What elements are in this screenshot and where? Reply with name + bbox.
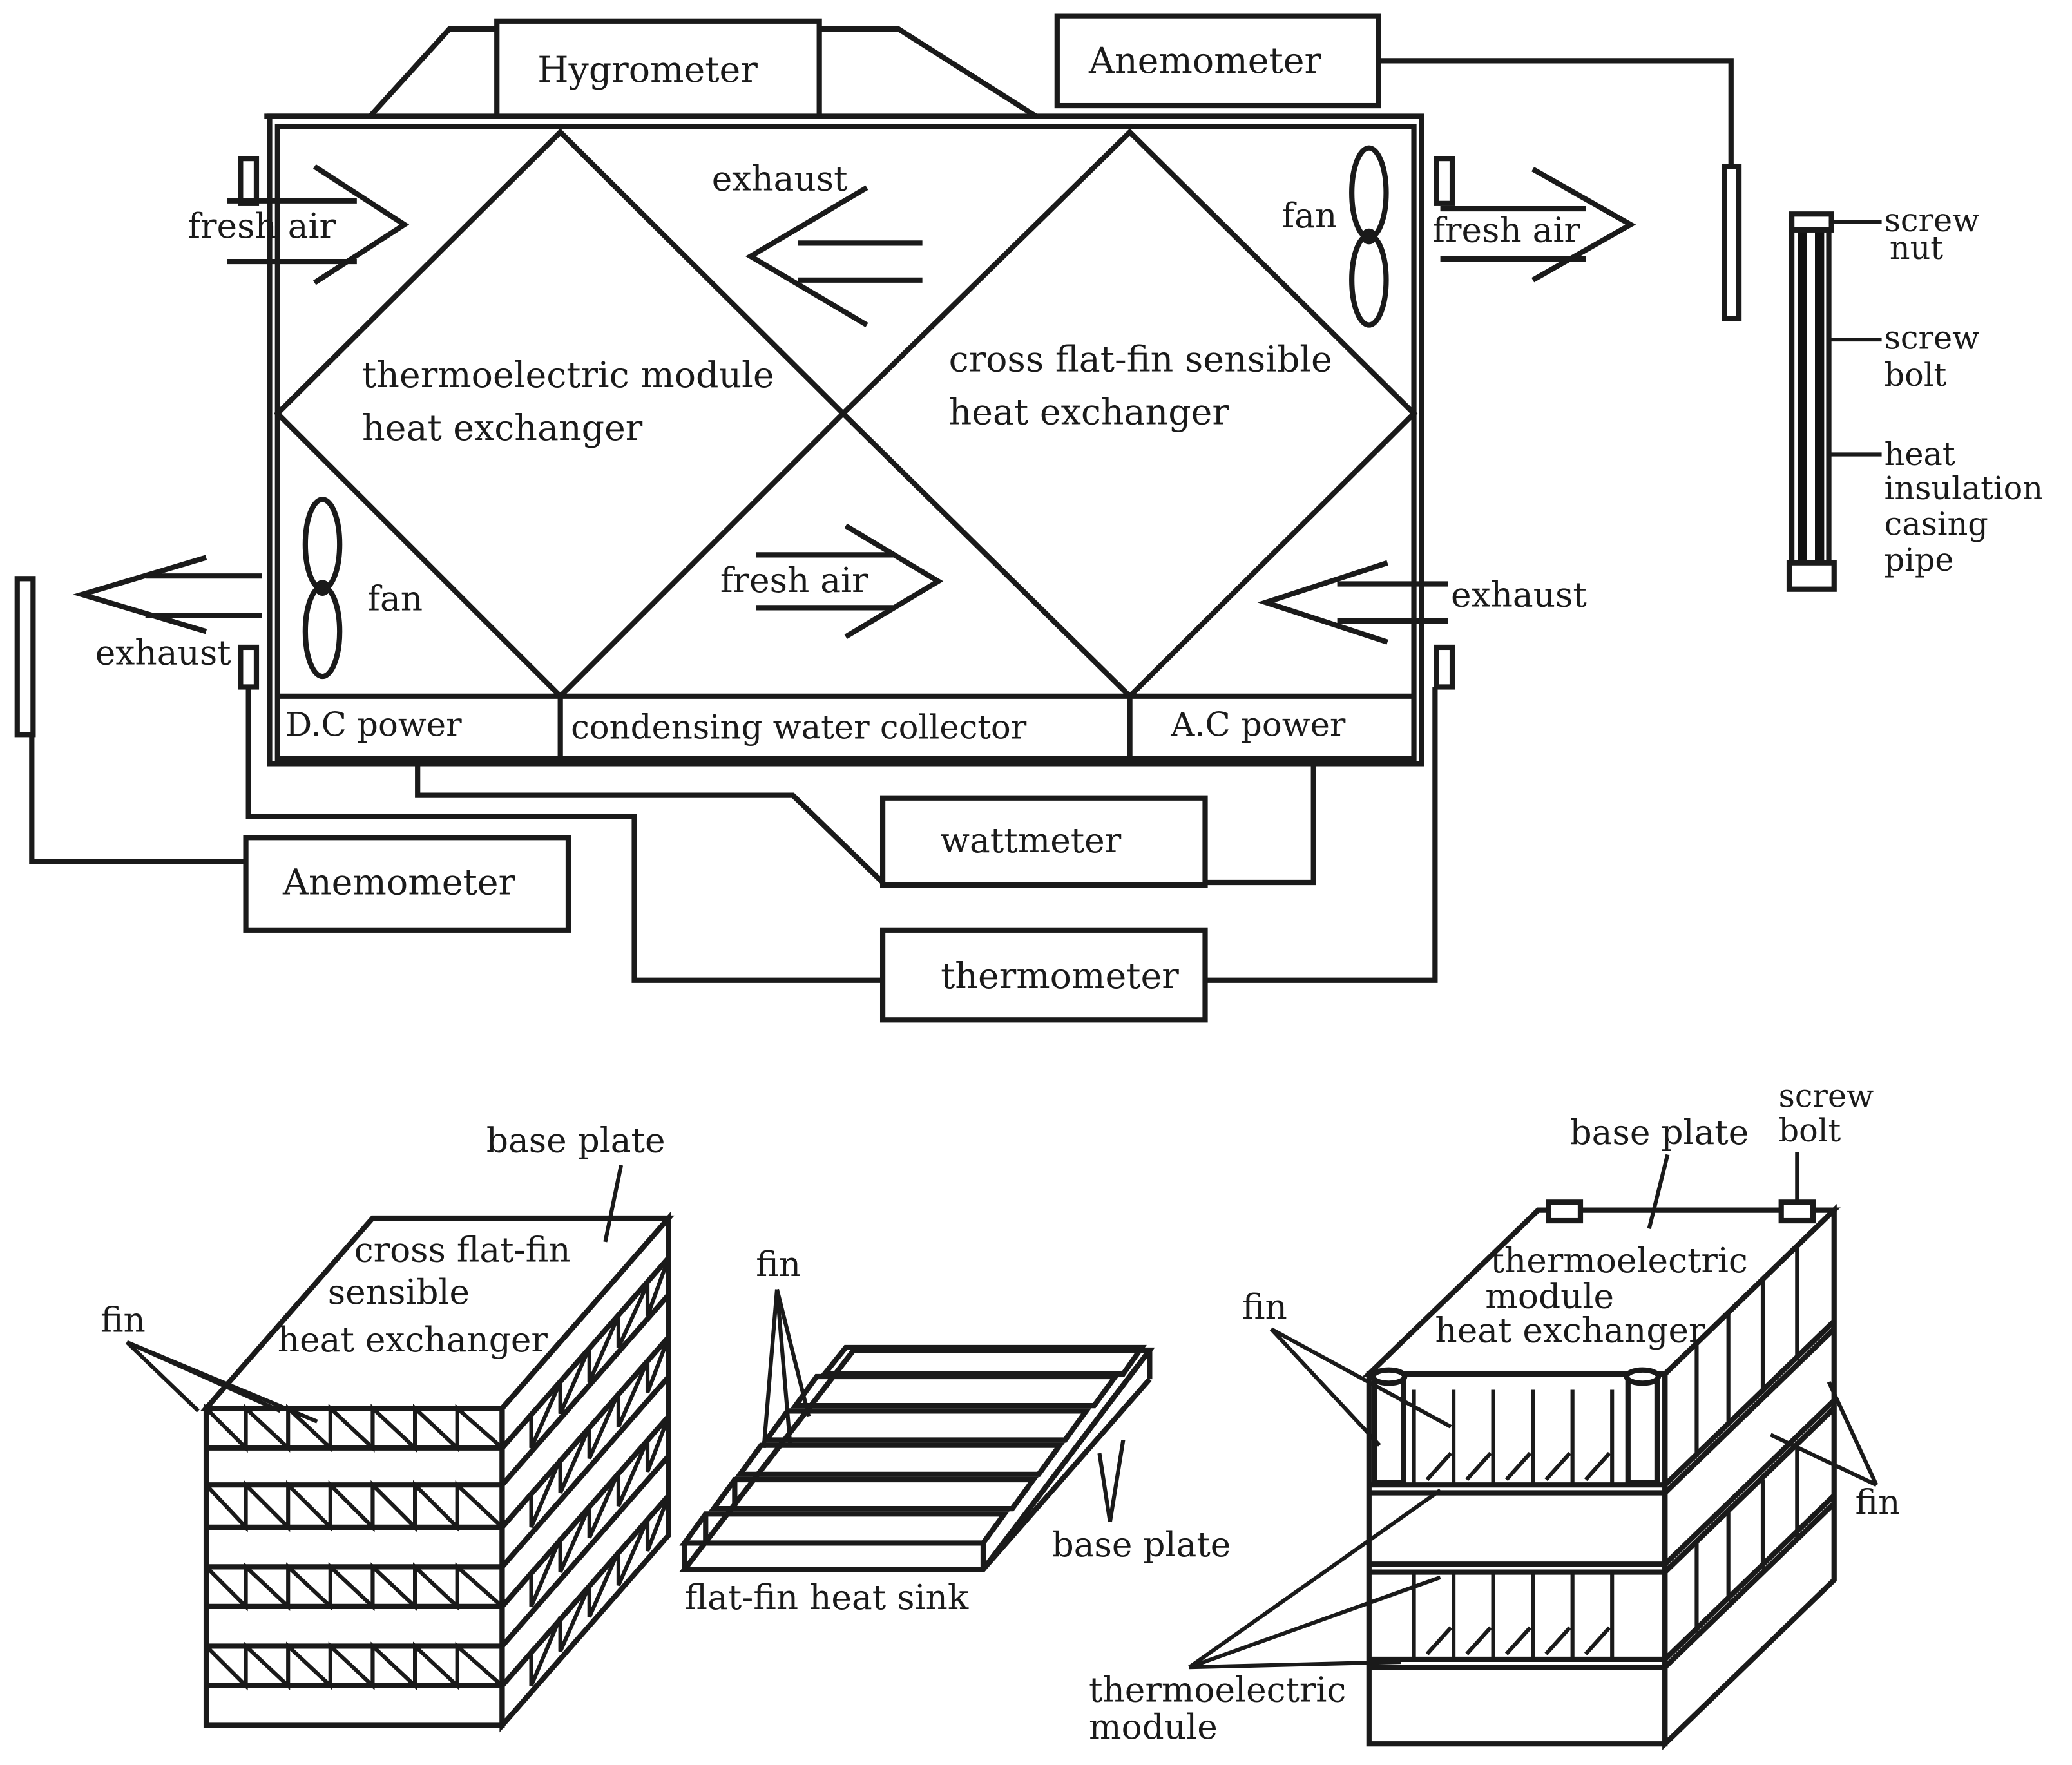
hygrometer-label: Hygrometer <box>537 50 758 91</box>
test-rig-schematic: Hygrometer Anemometer fresh air exhaust <box>14 13 1742 1023</box>
exhaust-right-label: exhaust <box>1451 575 1587 615</box>
br-screw-label-1: screw <box>1779 1078 1874 1115</box>
insulation-pipe-detail: screw nut screw bolt heat insulation cas… <box>1786 202 2043 592</box>
bc-caption: flat-fin heat sink <box>684 1578 968 1617</box>
br-te-module-label-1: thermoelectric <box>1089 1670 1346 1710</box>
br-title-2: module <box>1485 1276 1614 1316</box>
insulation-label-2: insulation <box>1885 470 2043 507</box>
sensor-fresh-air-out <box>1434 156 1455 206</box>
unit-housing-inner <box>274 124 1417 761</box>
bc-base-plate-label: base plate <box>1052 1525 1231 1565</box>
ac-power-label: A.C power <box>1170 705 1346 744</box>
fan-right-label: fan <box>1281 196 1337 236</box>
te-post-right <box>1625 1373 1660 1485</box>
anemometer-probe-bottom <box>14 576 36 738</box>
screw-nut-label-2: nut <box>1890 229 1943 267</box>
sensor-fresh-air-in <box>238 156 260 206</box>
te-hx-label-1: thermoelectric module <box>362 355 774 396</box>
bl-title-2: sensible <box>328 1272 470 1312</box>
dc-power-label: D.C power <box>285 705 462 744</box>
heat-sink-fins <box>679 1344 1147 1546</box>
fan-left-label: fan <box>367 579 423 619</box>
fresh-air-arrow-right <box>1440 166 1636 283</box>
anemometer-top-box <box>1054 13 1381 109</box>
front-fin-zigzag <box>204 1403 504 1691</box>
bc-fin-label: fin <box>756 1245 801 1284</box>
unit-housing <box>267 113 1424 767</box>
screw-bolt-label-1: screw <box>1885 319 1980 356</box>
fresh-air-right-label: fresh air <box>1432 210 1580 250</box>
exhaust-top-label: exhaust <box>712 158 848 198</box>
sensor-exhaust-in <box>1434 644 1455 690</box>
br-fin-right-label: fin <box>1856 1482 1901 1522</box>
fresh-air-arrow-center <box>756 523 944 640</box>
anemometer-top-label: Anemometer <box>1088 41 1321 82</box>
bl-title-1: cross flat-fin <box>354 1230 571 1270</box>
wattmeter-box <box>879 795 1208 888</box>
br-screw-label-2: bolt <box>1779 1112 1841 1149</box>
thermoelectric-hx-diamond <box>273 128 847 700</box>
pipe-cap-bottom <box>1786 560 1837 592</box>
cross-flat-fin-hx-diamond <box>839 128 1418 700</box>
exhaust-left-label: exhaust <box>95 633 231 673</box>
br-fin-left-label: fin <box>1242 1287 1287 1327</box>
sensor-exhaust-out <box>238 644 260 690</box>
te-bolt-1 <box>1546 1199 1584 1224</box>
fresh-air-left-label: fresh air <box>187 206 336 246</box>
fresh-air-arrow-left <box>227 164 410 285</box>
te-hx-label-2: heat exchanger <box>362 408 643 449</box>
screw-bolt-label-2: bolt <box>1885 356 1947 394</box>
thermometer-label: thermometer <box>941 956 1179 997</box>
br-title-1: thermoelectric <box>1491 1241 1748 1281</box>
te-front-fins-upper <box>1412 1389 1615 1485</box>
hygrometer-box <box>494 18 822 119</box>
side-fin-zigzag <box>501 1257 671 1687</box>
front-fin-rows <box>206 1445 503 1689</box>
thermometer-box <box>879 927 1208 1023</box>
fan-right-icon <box>1349 145 1389 328</box>
flat-fin-heat-sink: fin base plate flat-fin heat sink <box>679 1245 1231 1617</box>
insulation-label-1: heat <box>1885 435 1955 473</box>
thermoelectric-module-hx-3d: screw bolt base plate thermoelectric mod… <box>1089 1078 1901 1750</box>
anemometer-probe-top <box>1722 164 1742 321</box>
exhaust-arrow-right <box>1257 560 1448 645</box>
condensing-collector-label: condensing water collector <box>571 708 1027 747</box>
br-base-plate-label: base plate <box>1570 1112 1749 1152</box>
anemometer-bottom-label: Anemometer <box>282 862 515 903</box>
wattmeter-label: wattmeter <box>940 821 1121 861</box>
insulation-label-4: pipe <box>1885 541 1954 578</box>
exhaust-arrow-left <box>72 555 262 634</box>
br-title-3: heat exchanger <box>1435 1311 1705 1351</box>
bl-fin-label: fin <box>101 1300 146 1340</box>
exhaust-arrow-top <box>745 185 923 328</box>
bl-title-3: heat exchanger <box>278 1320 548 1360</box>
insulation-label-3: casing <box>1885 506 1988 543</box>
br-te-module-label-2: module <box>1089 1707 1218 1747</box>
bl-base-plate-label: base plate <box>486 1120 666 1160</box>
anemometer-bottom-box <box>243 835 571 933</box>
te-side-fins <box>1694 1247 1799 1633</box>
fan-left-icon <box>302 497 343 680</box>
te-front-fins-lower <box>1412 1572 1615 1659</box>
te-bolt-2 <box>1778 1199 1816 1224</box>
screw-nut-label-1: screw <box>1885 202 1980 239</box>
cross-hx-label-1: cross flat-fin sensible <box>949 339 1332 380</box>
cross-flat-fin-hx-3d: base plate cross flat-fin sensible heat … <box>101 1120 675 1733</box>
pipe-cap-top <box>1789 211 1834 233</box>
cross-hx-label-2: heat exchanger <box>949 392 1230 433</box>
fresh-air-center-label: fresh air <box>720 560 868 600</box>
